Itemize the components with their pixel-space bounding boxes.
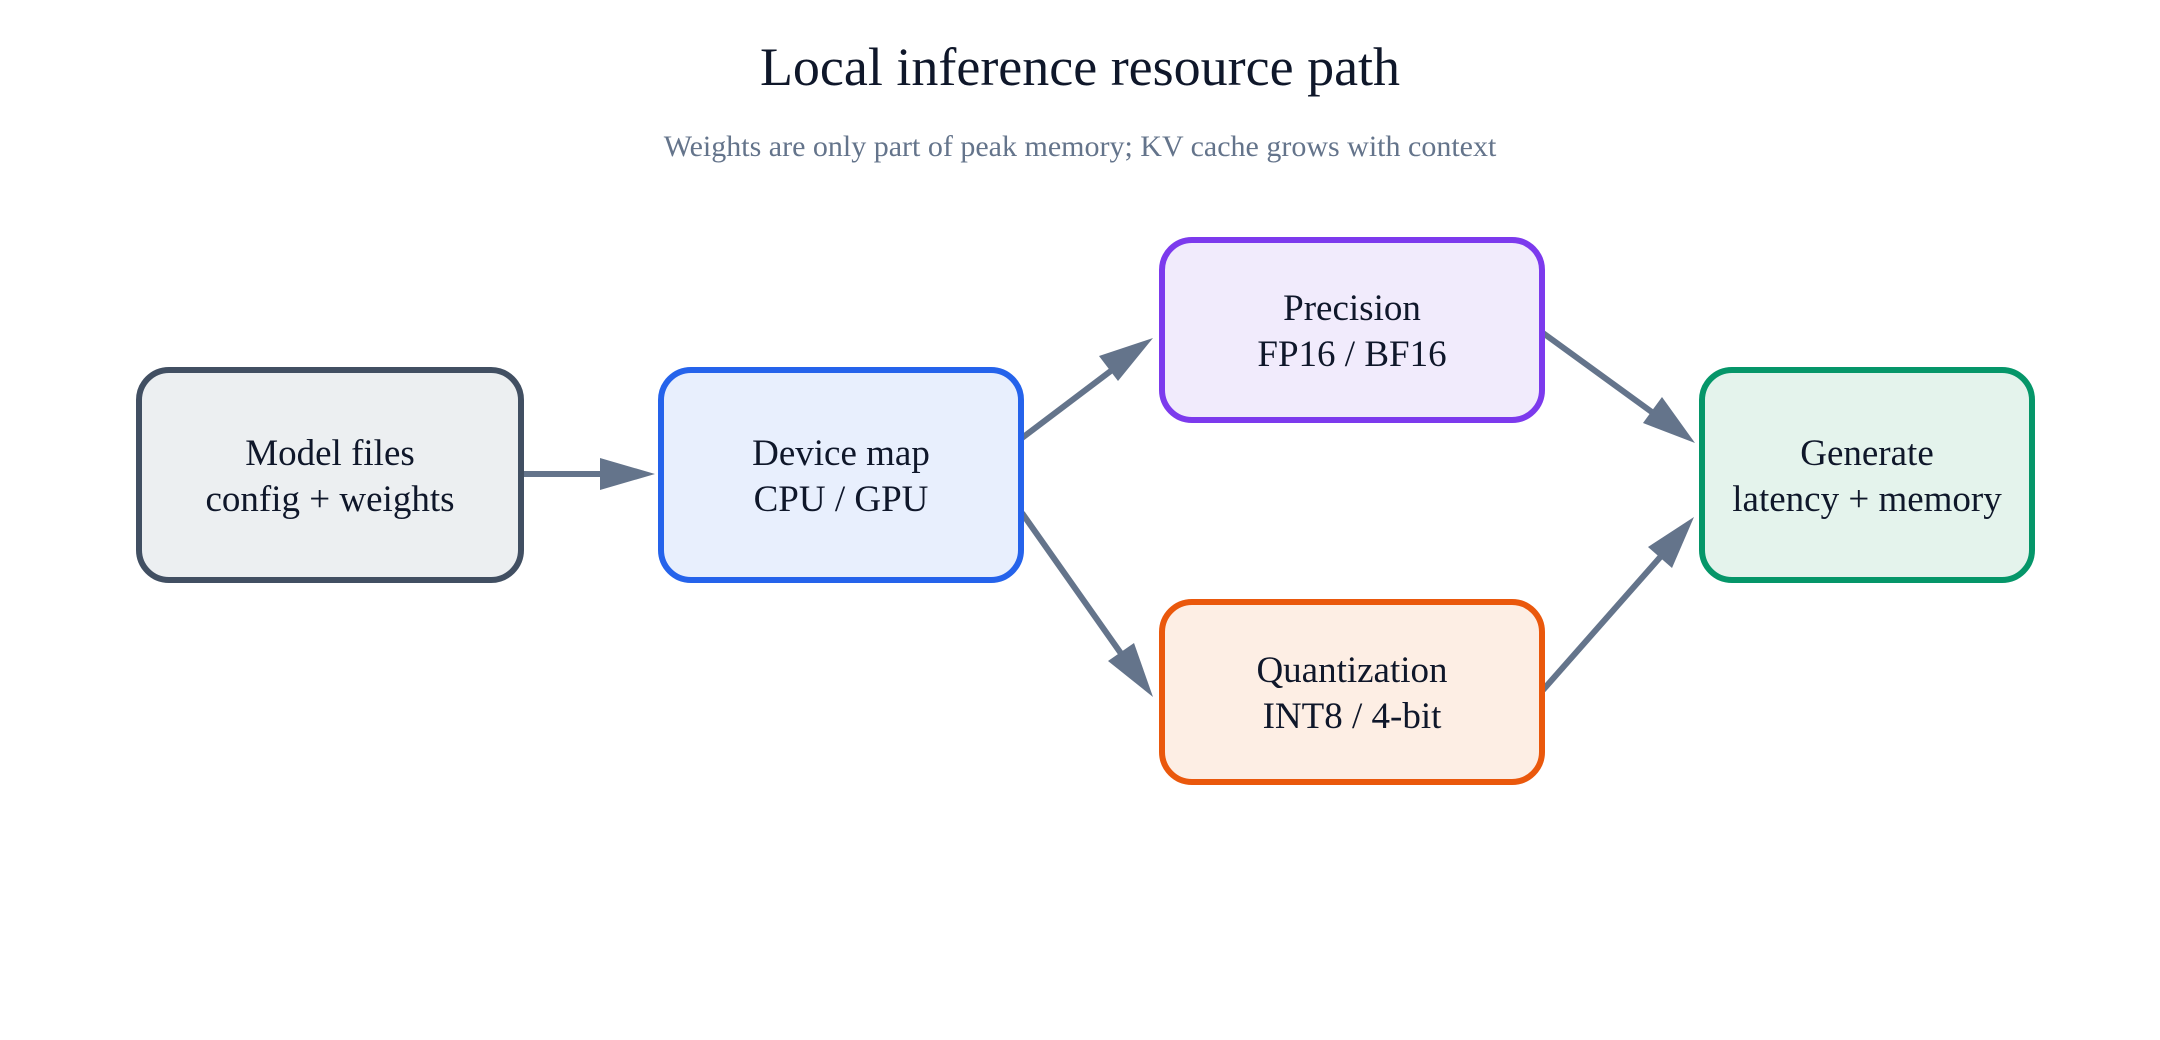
node-device-map-label: Device map (752, 433, 930, 474)
node-quantization-box (1159, 599, 1545, 785)
edge-device-map-to-quantization (1019, 511, 1153, 697)
node-generate-label: Generate (1800, 433, 1934, 474)
diagram-title: Local inference resource path (760, 37, 1400, 97)
node-device-map-detail: CPU / GPU (754, 479, 929, 520)
node-quantization-detail: INT8 / 4-bit (1263, 696, 1443, 737)
node-device-map: Device map CPU / GPU (658, 367, 1024, 583)
edge-device-map-to-precision (1020, 338, 1153, 441)
node-device-map-box (658, 367, 1024, 583)
node-precision: Precision FP16 / BF16 (1159, 237, 1545, 423)
node-model-files-detail: config + weights (206, 479, 455, 520)
node-precision-detail: FP16 / BF16 (1257, 334, 1446, 375)
node-quantization-label: Quantization (1256, 650, 1447, 691)
node-model-files-label: Model files (245, 433, 415, 474)
node-quantization: Quantization INT8 / 4-bit (1159, 599, 1545, 785)
node-generate-box (1699, 367, 2035, 583)
edge-quantization-to-generate (1540, 517, 1694, 692)
node-generate: Generate latency + memory (1699, 367, 2035, 583)
node-model-files-box (136, 367, 524, 583)
node-precision-label: Precision (1283, 288, 1421, 329)
edge-model-files-to-device-map (523, 458, 655, 490)
node-generate-detail: latency + memory (1732, 479, 2002, 520)
diagram-subtitle: Weights are only part of peak memory; KV… (664, 130, 1497, 163)
node-model-files: Model files config + weights (136, 367, 524, 583)
edge-precision-to-generate (1541, 330, 1695, 443)
node-precision-box (1159, 237, 1545, 423)
edges (523, 330, 1695, 697)
